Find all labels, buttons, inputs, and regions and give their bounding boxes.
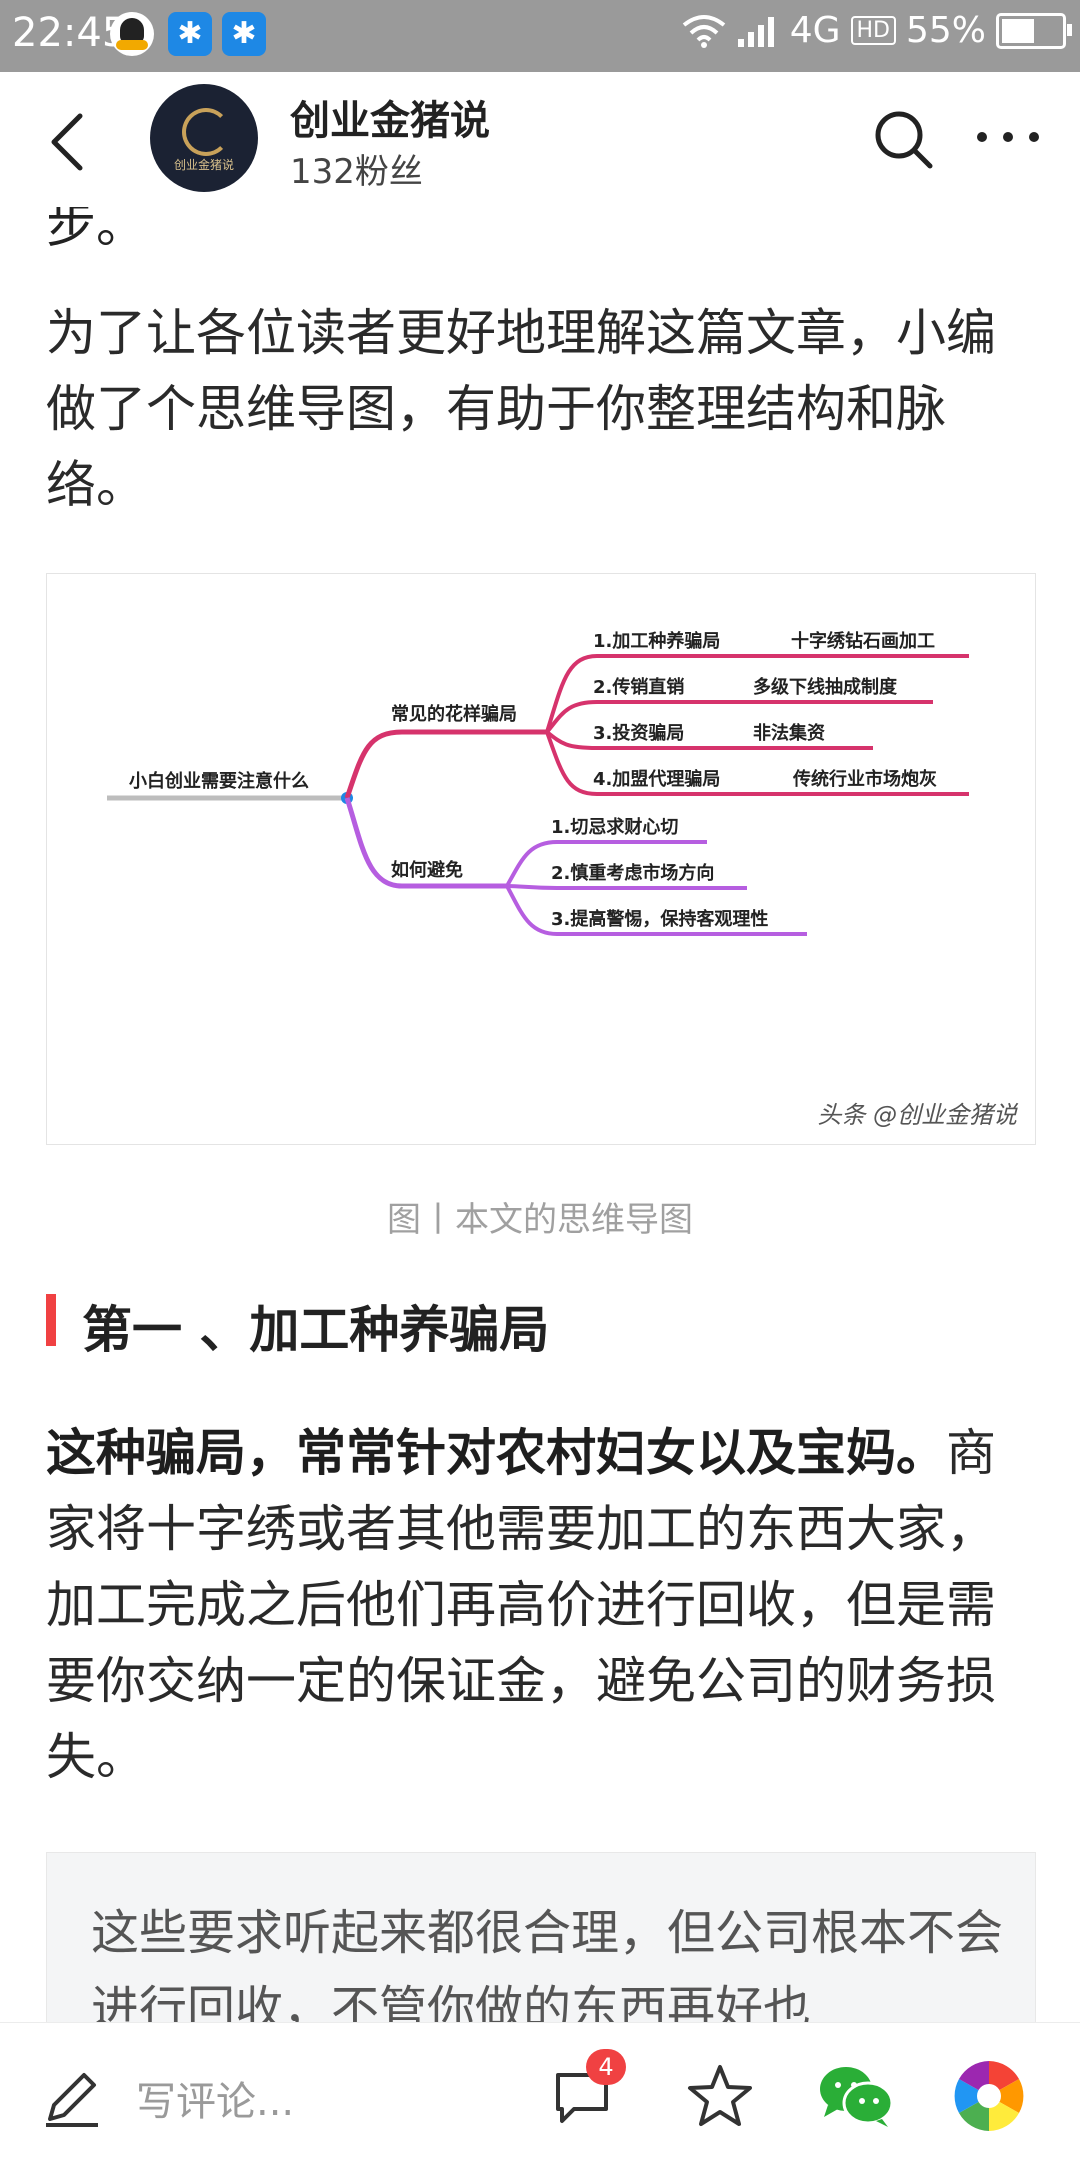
avatar[interactable]: 创业金猪说	[150, 84, 258, 192]
quote-block: 这些要求听起来都很合理，但公司根本不会进行回收，不管你做的东西再好也	[46, 1852, 1036, 2022]
battery-icon	[996, 12, 1072, 49]
bluetooth-notification-icon-2: ✱	[222, 12, 266, 56]
search-button[interactable]	[872, 108, 936, 172]
network-type: 4G	[789, 10, 841, 51]
battery-percent: 55%	[905, 10, 986, 51]
logo-swirl-icon	[182, 108, 230, 156]
branch1-item-1: 1.加工种养骗局	[593, 630, 720, 652]
branch2-item-2: 2.慎重考虑市场方向	[551, 862, 714, 884]
figure-caption: 图丨本文的思维导图	[387, 1200, 693, 1240]
status-right: 4G HD 55%	[682, 10, 1072, 51]
body-paragraph-rest: 商家将十字绣或者其他需要加工的东西大家，加工完成之后他们再高价进行回收，但是需要…	[46, 1424, 996, 1786]
status-bar: 22:45 ✱ ✱ 4G HD 55%	[0, 0, 1080, 72]
battery-fill	[1002, 18, 1034, 43]
partial-text-line: 步。	[46, 207, 146, 254]
signal-icon	[737, 16, 774, 47]
follower-count: 132粉丝	[290, 152, 423, 192]
branch1-item-2-detail: 多级下线抽成制度	[753, 676, 898, 698]
avatar-label: 创业金猪说	[173, 158, 234, 172]
heading-accent-bar	[46, 1294, 56, 1346]
bluetooth-notification-icon: ✱	[168, 12, 212, 56]
branch2-line	[344, 797, 507, 889]
article-header: 创业金猪说 创业金猪说 132粉丝	[0, 72, 1080, 207]
comments-button[interactable]: 4	[552, 2049, 626, 2129]
more-button[interactable]	[968, 112, 1048, 162]
section-heading-text: 第一 、加工种养骗局	[82, 1301, 550, 1359]
article-body: 步。 为了让各位读者更好地理解这篇文章，小编做了个思维导图，有助于你整理结构和脉…	[0, 207, 1080, 2022]
pen-icon[interactable]	[40, 2065, 104, 2129]
comment-input[interactable]: 写评论...	[136, 2079, 295, 2125]
branch1-line	[344, 729, 547, 799]
branch1-item-3-detail: 非法集资	[753, 722, 825, 744]
mindmap-diagram: 小白创业需要注意什么 常见的花样骗局 1.加工种养骗局 十字绣钻石画加工 2.传…	[107, 630, 969, 936]
favorite-star-icon[interactable]	[686, 2063, 754, 2129]
back-button[interactable]	[40, 102, 100, 182]
branch1-node: 常见的花样骗局	[391, 703, 517, 725]
branch1-item-4-detail: 传统行业市场炮灰	[792, 768, 937, 790]
branch2-node: 如何避免	[391, 859, 463, 881]
branch1-item-3: 3.投资骗局	[593, 722, 684, 744]
mindmap-figure[interactable]: 小白创业需要注意什么 常见的花样骗局 1.加工种养骗局 十字绣钻石画加工 2.传…	[46, 573, 1036, 1145]
comment-count-badge: 4	[586, 2049, 626, 2085]
branch1-item-2: 2.传销直销	[593, 676, 684, 698]
moments-share-icon[interactable]	[952, 2059, 1026, 2133]
channel-name[interactable]: 创业金猪说	[290, 98, 490, 144]
root-node: 小白创业需要注意什么	[129, 770, 309, 792]
qq-notification-icon	[110, 12, 154, 56]
wechat-share-icon[interactable]	[816, 2061, 896, 2131]
hd-badge: HD	[850, 16, 896, 45]
image-watermark: 头条 @创业金猪说	[817, 1101, 1017, 1129]
quote-text: 这些要求听起来都很合理，但公司根本不会进行回收，不管你做的东西再好也	[91, 1905, 1004, 2022]
branch2-item-3: 3.提高警惕，保持客观理性	[551, 908, 768, 930]
body-paragraph-bold: 这种骗局，常常针对农村妇女以及宝妈。	[46, 1424, 946, 1482]
branch1-item-1-detail: 十字绣钻石画加工	[791, 630, 935, 652]
bottom-action-bar: 写评论... 4	[0, 2022, 1080, 2161]
branch2-item-1: 1.切忌求财心切	[551, 816, 678, 838]
status-time: 22:45	[12, 10, 128, 56]
branch1-item-4: 4.加盟代理骗局	[593, 768, 720, 790]
body-paragraph: 这种骗局，常常针对农村妇女以及宝妈。商家将十字绣或者其他需要加工的东西大家，加工…	[46, 1415, 1036, 1795]
intro-paragraph: 为了让各位读者更好地理解这篇文章，小编做了个思维导图，有助于你整理结构和脉络。	[46, 304, 996, 514]
wifi-icon	[682, 14, 725, 48]
